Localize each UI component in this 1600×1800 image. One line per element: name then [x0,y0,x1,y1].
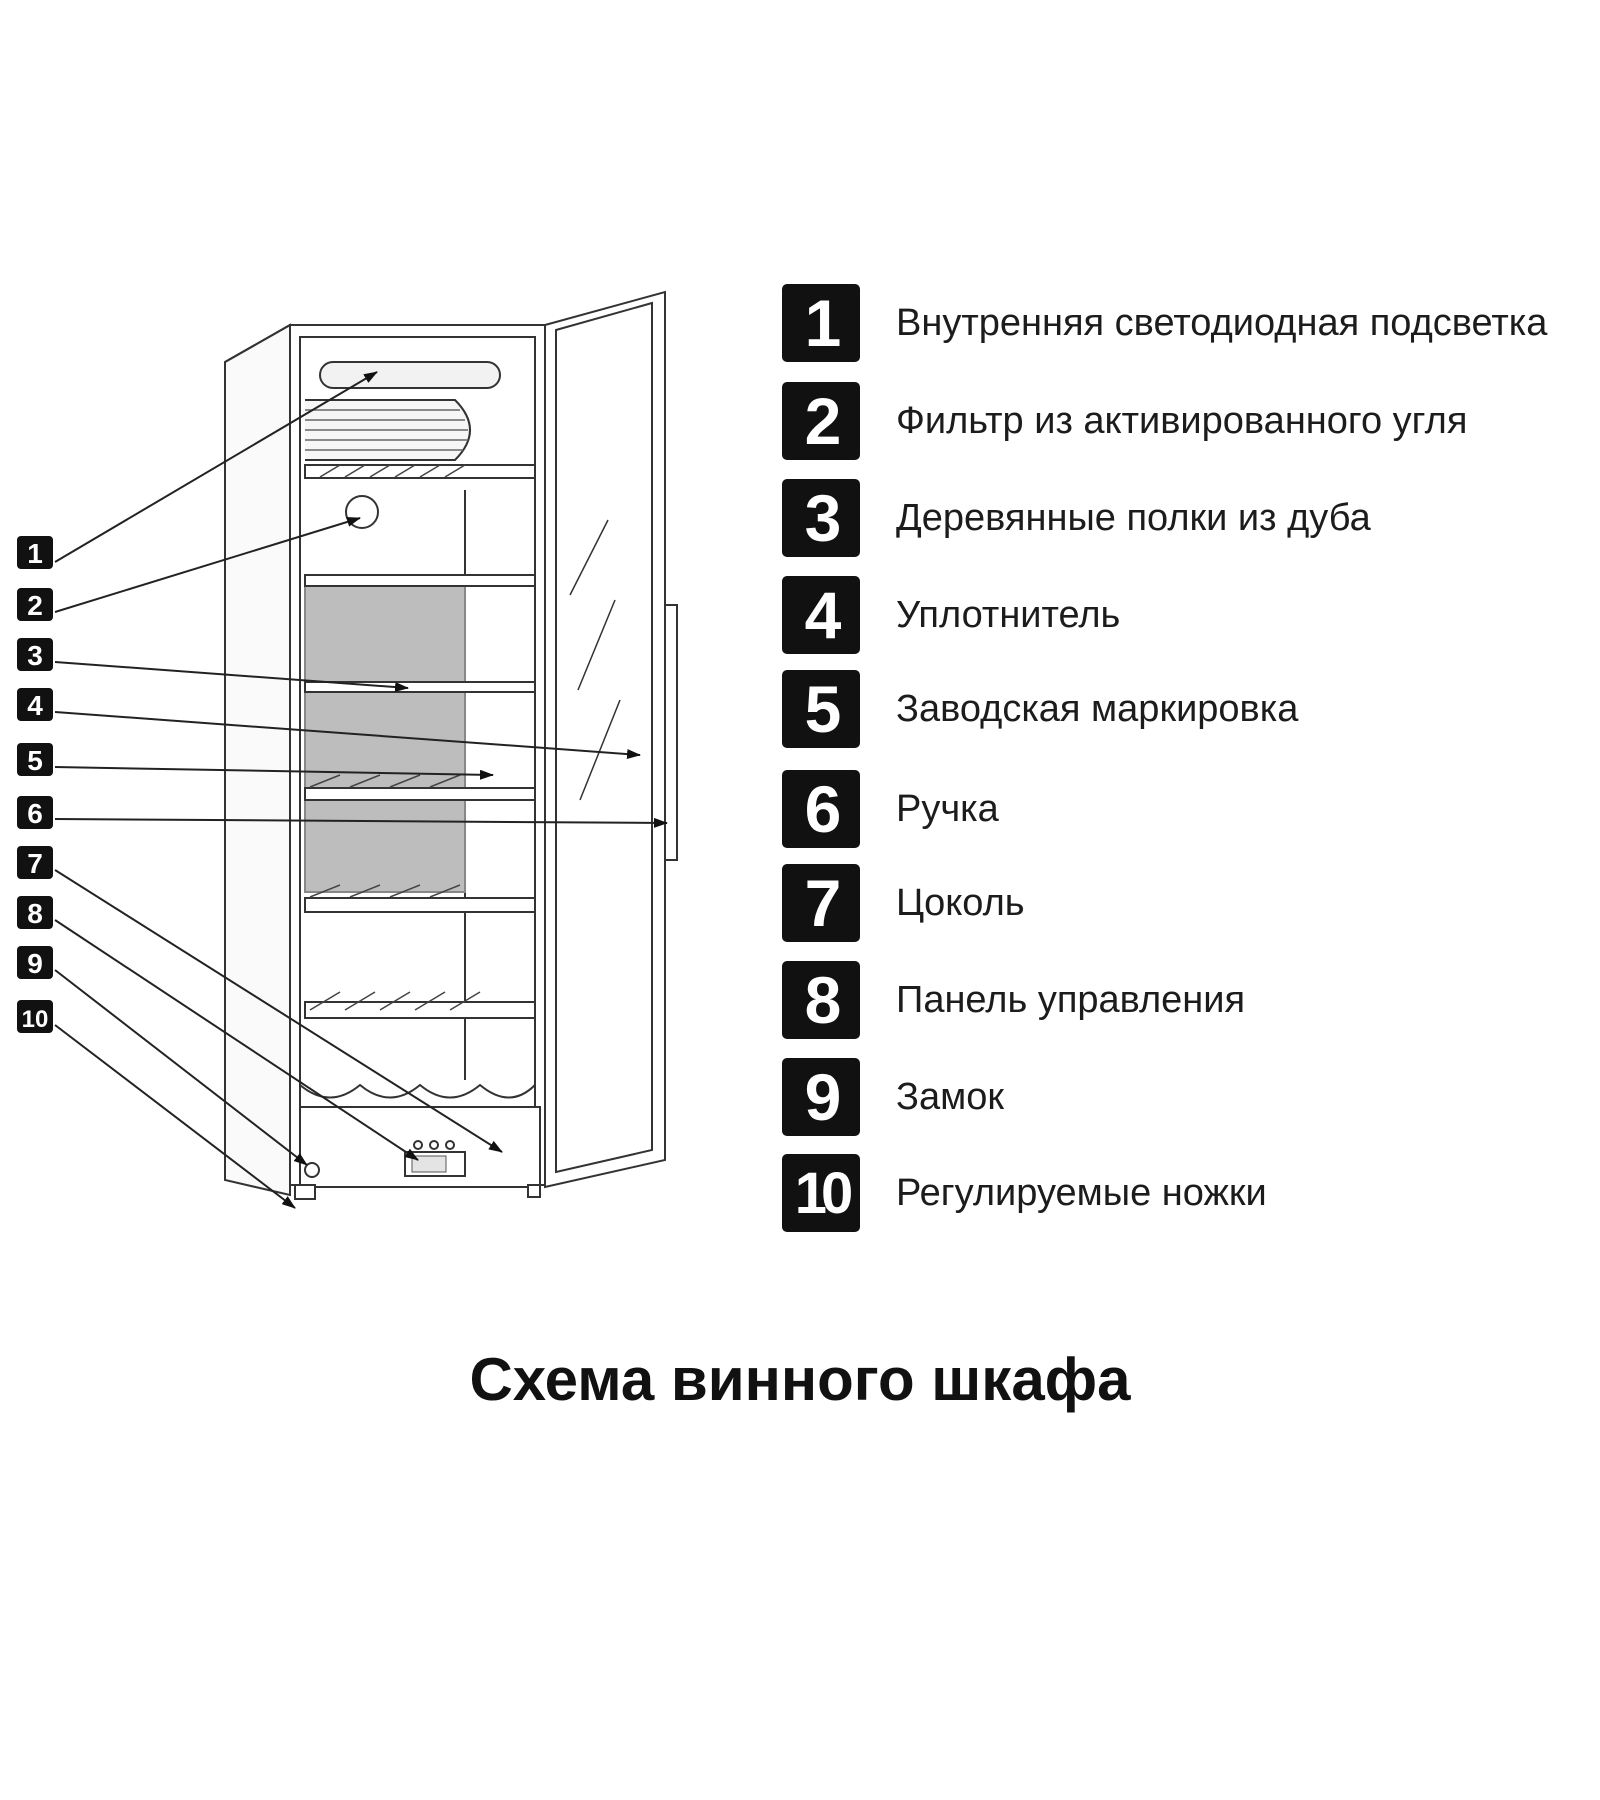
legend-number-4: 4 [782,576,860,654]
cabinet-drawing [224,290,678,1200]
callout-badges: 1 2 3 4 5 6 7 8 9 10 [17,536,53,1033]
callout-badge-5: 5 [17,743,53,776]
callout-number-7: 7 [27,848,43,879]
leader-line-4 [54,711,641,760]
legend-item-8: 8 Панель управления [782,961,1245,1039]
legend-item-5: 5 Заводская маркировка [782,670,1298,748]
legend-item-9: 9 Замок [782,1058,1004,1136]
page-title: Схема винного шкафа [469,1346,1131,1413]
legend-label-7: Цоколь [896,881,1025,924]
leader-line-3 [54,661,409,693]
legend-label-1: Внутренняя светодиодная подсветка [896,301,1548,344]
fan-grille [305,409,468,451]
leader-line-1 [54,371,378,563]
leader-line-10 [54,1024,296,1209]
legend-label-2: Фильтр из активированного угля [896,399,1468,442]
legend-item-2: 2 Фильтр из активированного угля [782,382,1467,460]
legend-number-8: 8 [782,961,860,1039]
callout-badge-8: 8 [17,896,53,929]
carbon-filter [345,495,379,529]
leader-line-5 [54,766,494,780]
callout-badge-2: 2 [17,588,53,621]
legend-label-9: Замок [896,1075,1004,1118]
legend-item-10: 10 Регулируемые ножки [782,1154,1267,1232]
wooden-shelves [304,464,536,1019]
legend-label-8: Панель управления [896,978,1246,1021]
legend-number-1: 1 [782,284,860,362]
legend-label-10: Регулируемые ножки [896,1171,1267,1214]
callout-number-8: 8 [27,898,43,929]
callout-number-2: 2 [27,590,43,621]
adjustable-foot-left [294,1184,316,1200]
callout-badge-3: 3 [17,638,53,671]
lock [304,1162,320,1178]
callout-number-1: 1 [27,538,43,569]
callout-number-10: 10 [22,1006,49,1033]
door-handle [664,604,678,861]
callout-badge-9: 9 [17,946,53,979]
leader-line-8 [54,919,419,1161]
legend-item-4: 4 Уплотнитель [782,576,1120,654]
legend-number-3: 3 [782,479,860,557]
legend-label-5: Заводская маркировка [896,687,1299,730]
callout-badge-10: 10 [17,1000,53,1033]
leader-line-9 [54,969,308,1166]
callout-number-4: 4 [27,690,43,721]
legend-item-7: 7 Цоколь [782,864,1025,942]
callout-badge-4: 4 [17,688,53,721]
legend-item-1: 1 Внутренняя светодиодная подсветка [782,284,1547,362]
callout-badge-6: 6 [17,796,53,829]
legend-number-2: 2 [782,382,860,460]
callout-number-9: 9 [27,948,43,979]
legend-number-9: 9 [782,1058,860,1136]
legend-item-6: 6 Ручка [782,770,999,848]
callout-number-3: 3 [27,640,43,671]
legend-number-7: 7 [782,864,860,942]
legend-item-3: 3 Деревянные полки из дуба [782,479,1371,557]
legend-number-10: 10 [782,1154,860,1232]
bottle-rack [299,1083,536,1099]
legend-number-6: 6 [782,770,860,848]
leader-line-6 [54,817,668,828]
leader-line-7 [54,869,503,1153]
shelf-slats [309,464,481,1011]
legend-label-4: Уплотнитель [896,593,1121,636]
legend-number-5: 5 [782,670,860,748]
callout-lines [54,371,668,1209]
legend-label-3: Деревянные полки из дуба [896,496,1371,539]
callout-badge-7: 7 [17,846,53,879]
callout-number-6: 6 [27,798,43,829]
callout-number-5: 5 [27,745,43,776]
led-light-bar [319,361,501,389]
callout-badge-1: 1 [17,536,53,569]
legend-label-6: Ручка [896,787,999,830]
leader-line-2 [54,517,361,613]
adjustable-foot-right [527,1184,541,1198]
